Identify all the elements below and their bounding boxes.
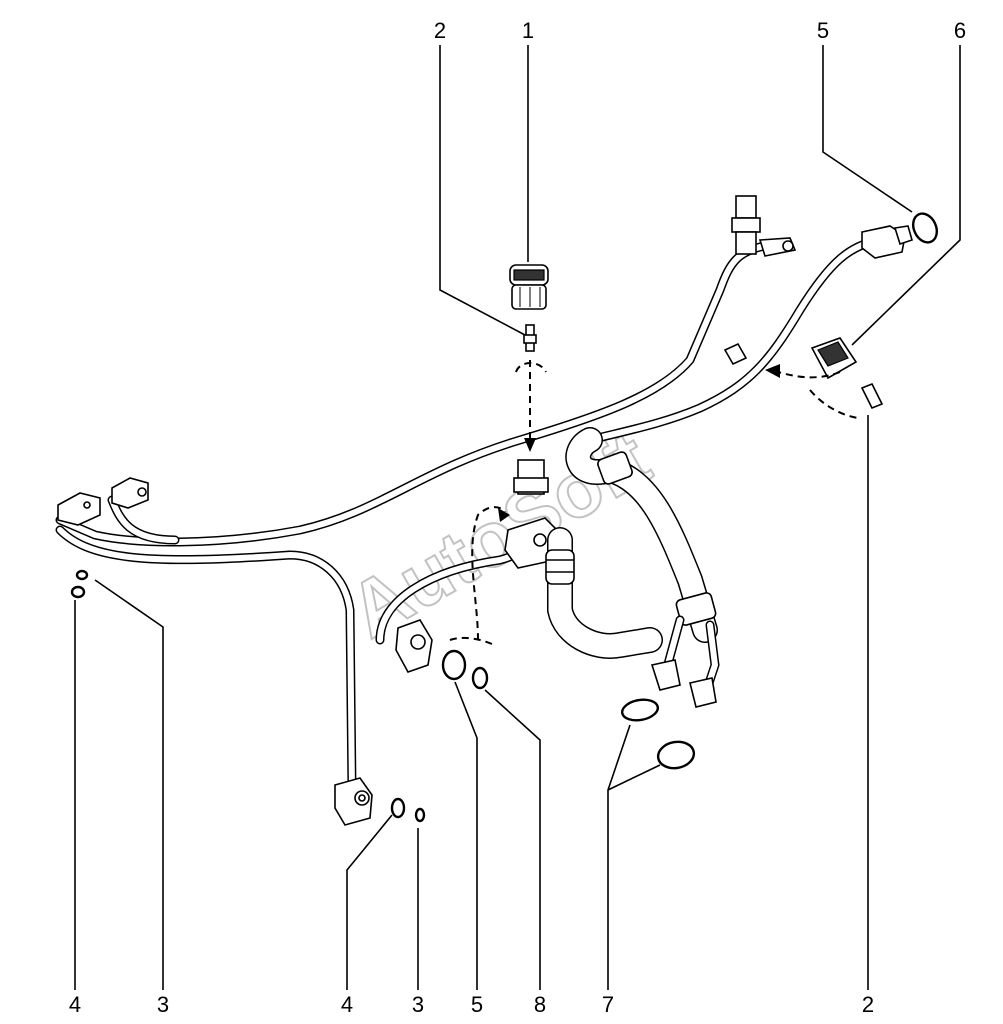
callout-label-8: 8 [534,992,546,1017]
upper-pipe [55,240,775,547]
callout-label-4-left: 4 [69,992,81,1017]
callout-label-5-bottom: 5 [471,992,483,1017]
valve-core-2-left [523,324,537,352]
service-cap-1 [509,264,549,310]
hose-right-branch-pipes [650,615,720,708]
callout-label-1: 1 [522,18,534,43]
o-rings [70,212,939,823]
callout-label-7: 7 [602,992,614,1017]
right-pipe-service-port [723,342,748,366]
assembly-paths [449,360,859,645]
central-left-fitting [395,619,433,673]
o-ring-7-b [656,740,696,770]
left-end-fitting-b [111,477,149,509]
callout-label-3-left: 3 [157,992,169,1017]
o-ring-5-mid [441,649,467,681]
leader-lines [74,45,961,990]
lower-left-block-fitting [334,777,373,826]
callout-label-4-mid: 4 [341,992,353,1017]
callout-label-5-top: 5 [817,18,829,43]
hose-right-collar-top [597,451,633,485]
valve-core-2-right [860,382,884,410]
o-ring-4-left [70,585,86,599]
callout-label-6: 6 [954,18,966,43]
callouts-top: 2 1 5 6 [434,18,966,43]
large-hose-down [547,527,663,659]
lower-left-pipe [55,525,357,795]
upper-pressure-switch [731,195,797,257]
left-end-fitting-a [57,492,101,526]
right-pipe-end-fitting [861,225,913,259]
hose-right-collar-bottom [675,592,717,626]
callout-label-3-mid: 3 [412,992,424,1017]
o-ring-8 [471,666,489,690]
o-ring-7-a [620,698,660,722]
hose-crimp-collar [545,549,575,585]
o-ring-3-bottom [414,807,426,823]
o-ring-5-top [911,212,939,244]
callout-label-2-bottom: 2 [862,992,874,1017]
o-ring-3-left [75,569,89,581]
callouts-bottom: 4 3 4 3 5 8 7 2 [69,992,874,1017]
callout-label-2-top: 2 [434,18,446,43]
service-cap-6 [810,337,858,380]
right-pipe [585,235,885,445]
o-ring-4-bottom [390,797,406,819]
